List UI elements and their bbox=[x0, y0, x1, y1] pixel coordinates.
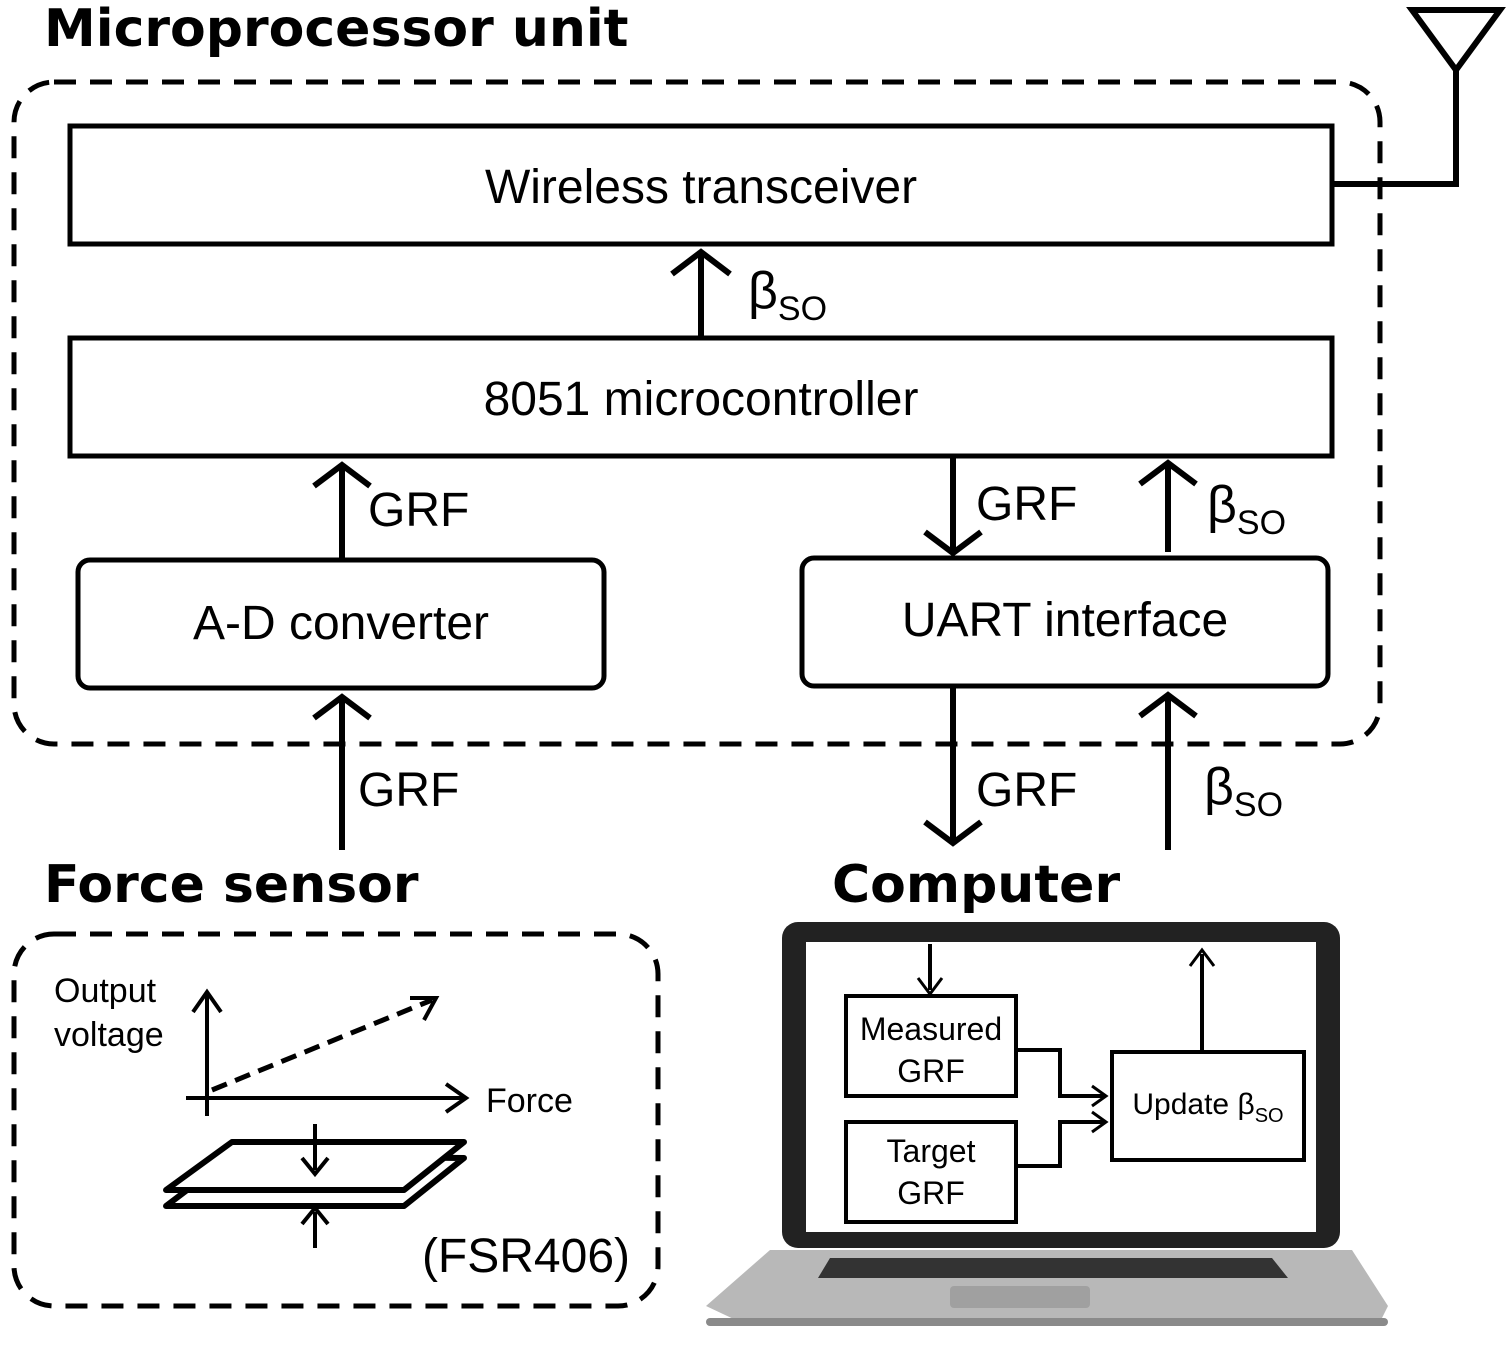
measured-grf-line2: GRF bbox=[897, 1053, 965, 1089]
arrow-mcu-to-uart bbox=[923, 458, 983, 557]
target-grf-block: Target GRF bbox=[844, 1120, 1018, 1224]
uart-label: UART interface bbox=[902, 594, 1228, 647]
wireless-transceiver-block: Wireless transceiver bbox=[67, 123, 1335, 247]
antenna-icon bbox=[1331, 6, 1506, 187]
uart-block: UART interface bbox=[799, 555, 1331, 689]
force-voltage-plot: Output voltage Force bbox=[54, 972, 573, 1120]
grf-label-mcu-to-uart: GRF bbox=[976, 478, 1077, 531]
laptop-keyboard bbox=[818, 1258, 1288, 1278]
beta-so-label-wireless: βSO bbox=[748, 262, 827, 328]
target-grf-line1: Target bbox=[887, 1133, 976, 1169]
arrow-computer-to-uart bbox=[1138, 691, 1198, 850]
arrow-adc-to-mcu bbox=[312, 461, 372, 560]
laptop-trackpad bbox=[950, 1286, 1090, 1308]
plot-ylabel-line2: voltage bbox=[54, 1016, 164, 1054]
grf-label-sensor-to-adc: GRF bbox=[358, 764, 459, 817]
wireless-transceiver-label: Wireless transceiver bbox=[485, 161, 917, 214]
arrow-update-out bbox=[1188, 947, 1216, 1052]
update-beta-label: Update βSO bbox=[1132, 1088, 1283, 1127]
arrow-mcu-to-wireless bbox=[670, 248, 732, 336]
grf-label-uart-to-computer: GRF bbox=[976, 764, 1077, 817]
microcontroller-label: 8051 microcontroller bbox=[484, 373, 919, 426]
plot-ylabel-line1: Output bbox=[54, 972, 157, 1010]
measured-grf-block: Measured GRF bbox=[844, 994, 1018, 1098]
force-sensor-boundary bbox=[11, 931, 661, 1309]
arrow-target-to-update bbox=[1016, 1110, 1109, 1168]
arrow-uart-to-computer bbox=[923, 688, 983, 847]
target-grf-line2: GRF bbox=[897, 1175, 965, 1211]
beta-so-label-uart-to-mcu: βSO bbox=[1207, 476, 1286, 542]
fsr-sensor-icon bbox=[163, 1124, 467, 1248]
beta-so-label-computer-to-uart: βSO bbox=[1204, 758, 1283, 824]
grf-label-adc-to-mcu: GRF bbox=[368, 484, 469, 537]
arrow-measured-to-update bbox=[1016, 1048, 1109, 1108]
fsr-model-label: (FSR406) bbox=[422, 1230, 630, 1283]
force-sensor-title: Force sensor bbox=[44, 855, 419, 915]
adc-label: A-D converter bbox=[193, 597, 489, 650]
microcontroller-block: 8051 microcontroller bbox=[67, 335, 1335, 459]
update-beta-block: Update βSO bbox=[1110, 1050, 1306, 1162]
microprocessor-unit-title: Microprocessor unit bbox=[44, 0, 629, 59]
arrow-sensor-to-adc bbox=[312, 693, 372, 850]
arrow-uart-to-mcu bbox=[1138, 459, 1198, 552]
measured-grf-line1: Measured bbox=[860, 1011, 1002, 1047]
plot-xlabel: Force bbox=[486, 1082, 573, 1120]
adc-block: A-D converter bbox=[75, 557, 607, 691]
microprocessor-unit-boundary bbox=[11, 79, 1383, 747]
computer-title: Computer bbox=[832, 855, 1120, 915]
plot-response-line bbox=[211, 997, 433, 1093]
